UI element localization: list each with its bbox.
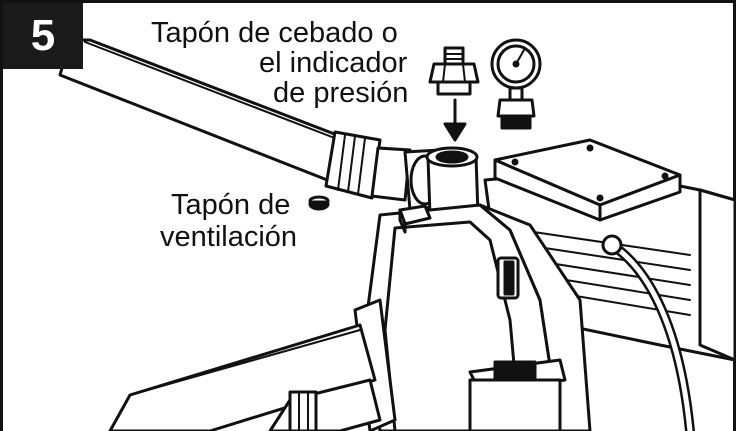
down-arrow-icon [443, 98, 467, 142]
vent-label-line-2: ventilación [160, 221, 298, 253]
electrical-box [493, 138, 682, 222]
union-coupling [324, 130, 412, 202]
priming-label-line-1: Tapón de cebado o [151, 17, 398, 49]
step-number-badge: 5 [3, 3, 83, 69]
pressure-switch [468, 358, 567, 431]
vent-plug-icon [308, 195, 330, 211]
discharge-pipes [108, 298, 397, 431]
power-cord [601, 234, 695, 431]
vent-label-line-1: Tapón de [171, 189, 291, 221]
tee-fitting [403, 146, 480, 224]
priming-label-line-3: de presión [273, 77, 409, 109]
pressure-gauge-icon [490, 38, 542, 130]
priming-plug-icon [428, 46, 480, 96]
step-number: 5 [30, 11, 56, 60]
vent-plug [398, 204, 432, 234]
priming-label-line-2: el indicador [259, 47, 408, 79]
